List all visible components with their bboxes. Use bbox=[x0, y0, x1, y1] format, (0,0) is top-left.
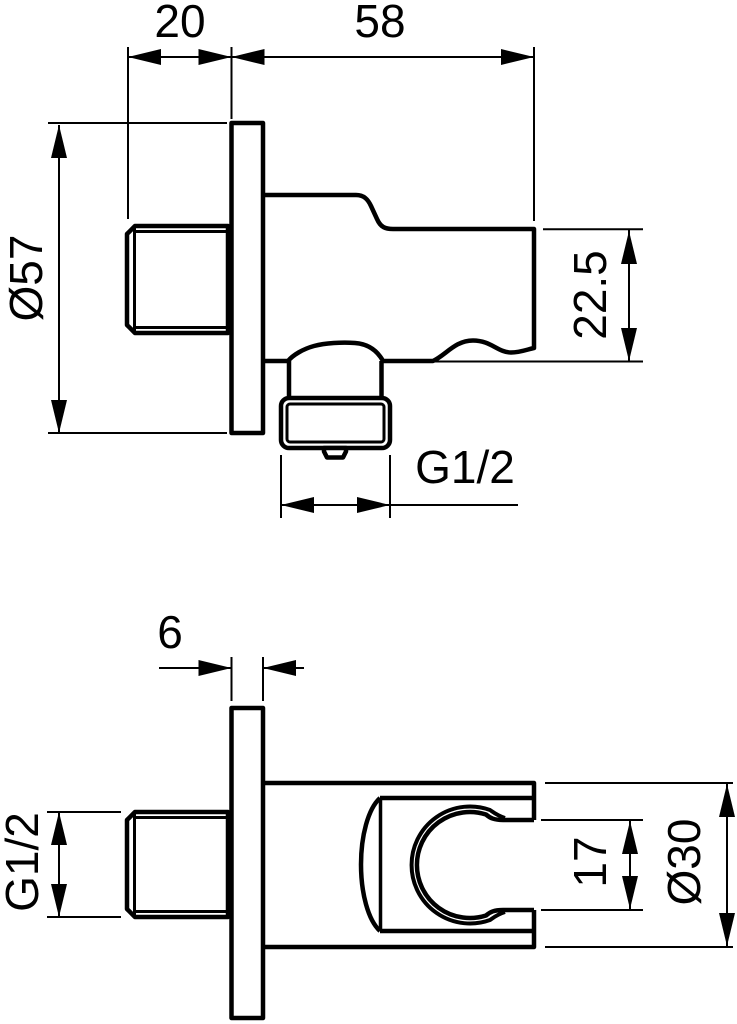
arrowhead bbox=[719, 913, 735, 946]
arrowhead bbox=[51, 884, 67, 917]
dim-label-diameter-30: Ø30 bbox=[658, 819, 710, 906]
arrowhead bbox=[621, 231, 637, 264]
inlet-thread-side bbox=[124, 223, 231, 336]
dimension-inlet-thread: G1/2 bbox=[0, 811, 121, 918]
dimension-inlet-depth: 20 bbox=[127, 0, 233, 219]
inlet-thread-detail-side bbox=[133, 227, 227, 332]
inlet-thread-bottom bbox=[124, 809, 231, 920]
arrowhead bbox=[622, 876, 638, 909]
arrowhead bbox=[281, 497, 314, 513]
wall-plate-bottom bbox=[229, 705, 266, 1021]
arrowhead bbox=[198, 660, 232, 676]
holder-cup-edges bbox=[380, 795, 534, 934]
outlet-neck bbox=[286, 361, 384, 398]
bottom-view: 6 G1/2 17 Ø30 bbox=[0, 606, 735, 1021]
arrowhead bbox=[263, 660, 296, 676]
arrowhead bbox=[719, 784, 735, 817]
holder-cup-rounded-end bbox=[358, 796, 382, 933]
outlet-nut-detail bbox=[285, 402, 386, 444]
arrowhead bbox=[51, 812, 67, 845]
bottom-view-part bbox=[124, 705, 537, 1021]
dimension-holder-diameter: Ø30 bbox=[545, 782, 735, 948]
dim-label-20: 20 bbox=[154, 0, 205, 47]
dimension-plate-thickness: 6 bbox=[157, 606, 304, 701]
arrowhead bbox=[198, 49, 232, 65]
holder-opening-inner bbox=[414, 809, 534, 921]
dim-label-g12-outlet: G1/2 bbox=[415, 441, 515, 493]
arrowhead bbox=[357, 497, 390, 513]
arrowhead bbox=[128, 49, 161, 65]
dim-label-g12-inlet: G1/2 bbox=[0, 812, 48, 912]
dimension-outlet-thread: G1/2 bbox=[280, 441, 518, 518]
dimension-holder-offset: 22.5 bbox=[434, 228, 643, 363]
body-outline-side bbox=[263, 192, 537, 364]
holder-opening-outer bbox=[409, 804, 506, 926]
dim-label-58: 58 bbox=[354, 0, 405, 47]
arrowhead bbox=[231, 49, 265, 65]
arrowhead bbox=[501, 49, 534, 65]
arrowhead bbox=[621, 328, 637, 361]
outlet-nipple bbox=[321, 445, 349, 460]
dimension-holder-opening: 17 bbox=[541, 819, 643, 911]
inlet-thread-detail-bottom bbox=[133, 813, 227, 916]
dim-label-6: 6 bbox=[157, 606, 183, 658]
arrowhead bbox=[51, 400, 67, 433]
side-view: 20 58 Ø57 22.5 bbox=[0, 0, 643, 518]
dimension-plate-diameter: Ø57 bbox=[0, 122, 227, 434]
wall-plate-side bbox=[229, 120, 266, 436]
dim-label-17: 17 bbox=[564, 836, 616, 887]
dimension-body-length: 58 bbox=[231, 0, 535, 221]
side-view-part bbox=[124, 120, 537, 460]
holder-tube-outline bbox=[263, 780, 537, 950]
dim-label-diameter-57: Ø57 bbox=[0, 235, 52, 322]
arrowhead bbox=[622, 821, 638, 854]
dim-label-22-5: 22.5 bbox=[564, 250, 616, 340]
arrowhead bbox=[51, 125, 67, 158]
